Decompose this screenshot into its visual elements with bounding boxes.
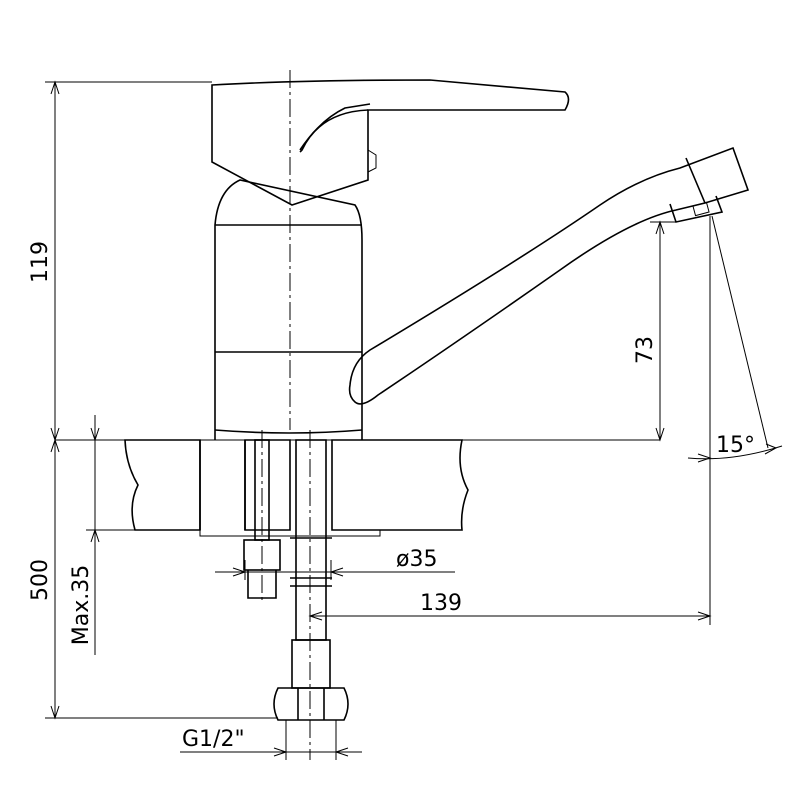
dim-spout-angle-text: 15° — [716, 433, 755, 458]
center-lines — [261, 70, 311, 760]
dim-max-thickness: Max.35 — [69, 415, 200, 655]
dim-hole-diameter: ø35 — [215, 547, 455, 580]
dim-overall-height: 119 — [28, 80, 212, 442]
dim-hose-length-text: 500 — [28, 559, 53, 601]
faucet-handle — [211, 79, 570, 206]
faucet-spout — [348, 146, 750, 405]
faucet-body — [214, 179, 363, 440]
dim-hole-diameter-text: ø35 — [396, 547, 437, 572]
dim-thread-size-text: G1/2" — [182, 727, 245, 752]
dim-hose-length: 500 — [28, 438, 278, 720]
dim-spout-height: 73 — [633, 220, 676, 442]
dim-spout-reach: 139 — [308, 591, 712, 621]
dim-spout-angle: 15° — [687, 215, 783, 625]
countertop-section — [55, 439, 660, 537]
dim-thread-size: G1/2" — [180, 720, 362, 760]
dim-max-thickness-text: Max.35 — [69, 565, 94, 645]
dim-spout-reach-text: 139 — [420, 591, 462, 616]
dim-spout-height-text: 73 — [633, 336, 658, 364]
dim-overall-height-text: 119 — [28, 241, 53, 283]
